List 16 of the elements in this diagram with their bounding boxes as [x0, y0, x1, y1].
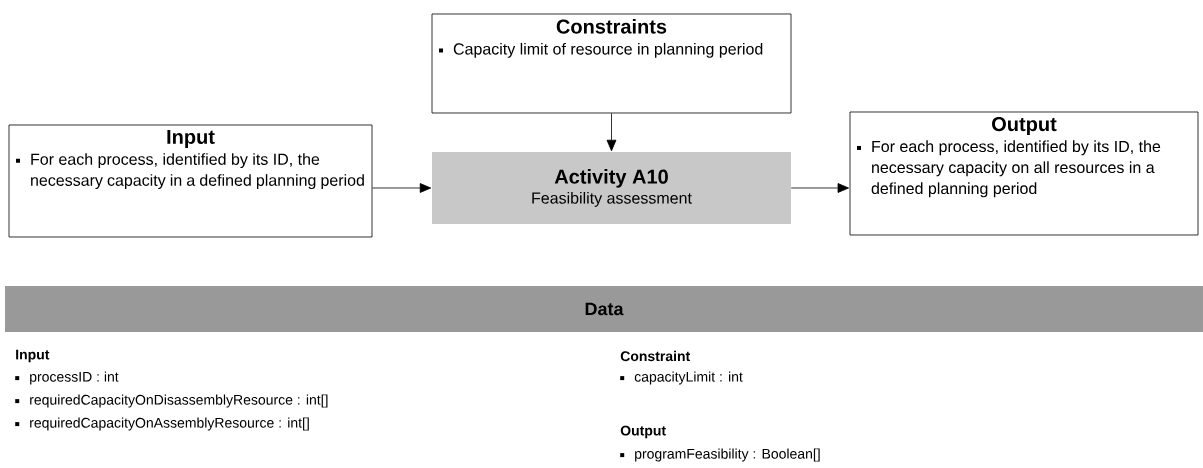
activity-box: Activity A10 Feasibility assessment: [432, 152, 791, 224]
arrow: [606, 113, 617, 152]
list-item: programFeasibility : Boolean[]: [620, 448, 820, 462]
list-item: requiredCapacityOnAssemblyResource : int[]: [15, 417, 309, 431]
section-band: Data: [5, 286, 1203, 332]
arrow: [790, 183, 849, 193]
list-item: processID : int: [15, 371, 119, 385]
section-heading: Output: [620, 425, 666, 439]
section-heading: Constraint: [620, 350, 691, 362]
list-item: requiredCapacityOnDisassemblyResource : int[]: [15, 394, 328, 408]
section-heading: Input: [16, 349, 50, 363]
process-box: Constraints Capacity limit of resource in planning period: [431, 13, 792, 114]
arrow: [372, 183, 432, 193]
process-box: Input For each process, identified by its ID, the necessary capacity in a defined planning period: [8, 124, 373, 238]
process-box: Output For each process, identified by its ID, the necessary capacity on all resources in a defined planning period: [849, 111, 1199, 236]
list-item: capacityLimit : int: [620, 371, 743, 385]
